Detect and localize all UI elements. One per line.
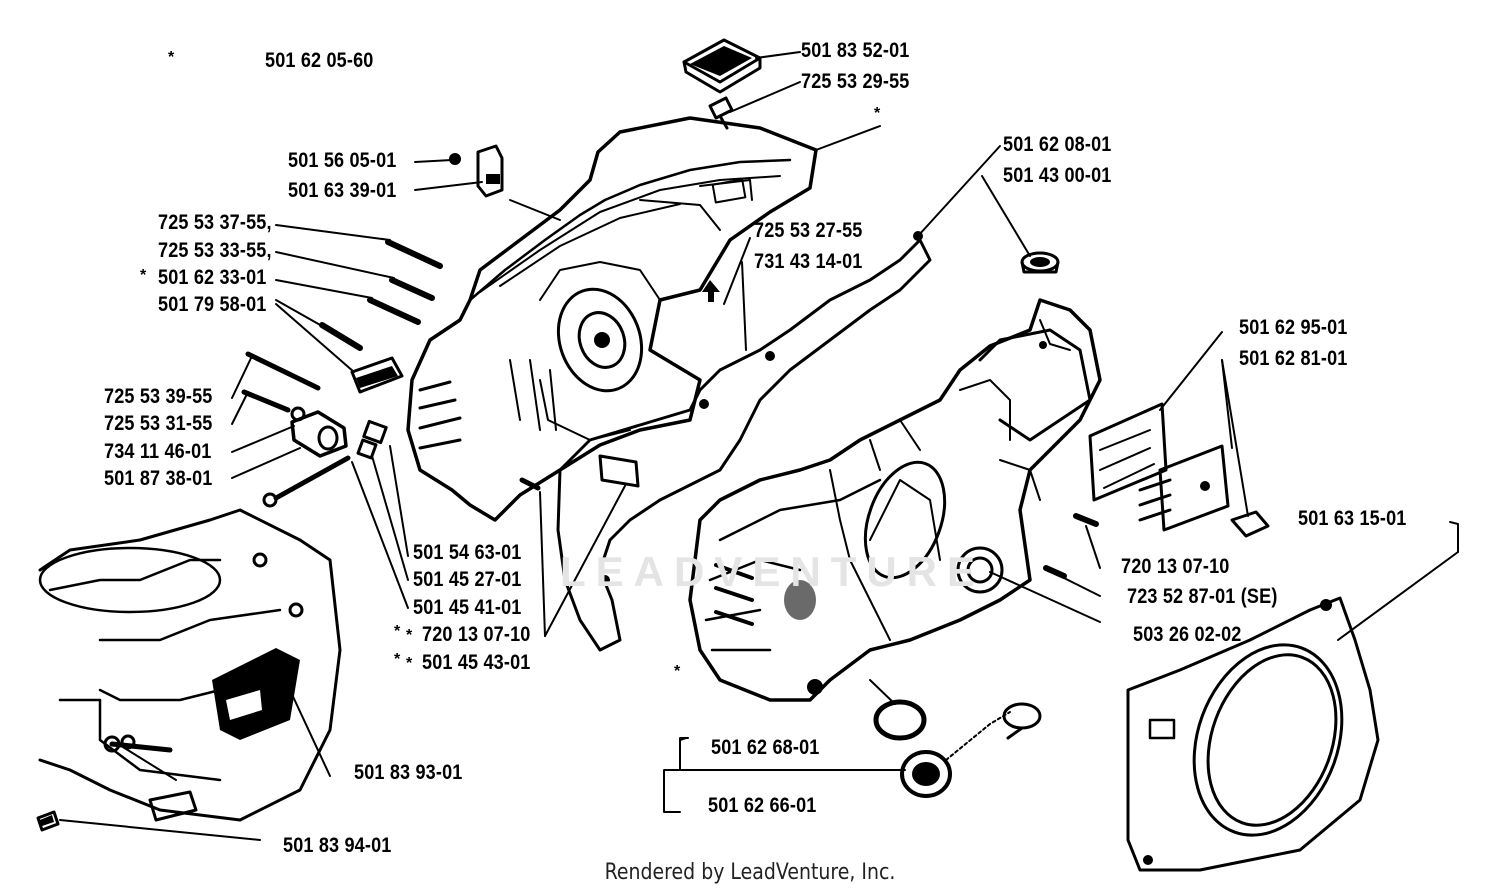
left-small-parts bbox=[241, 239, 640, 508]
part-label: 725 53 33-55, bbox=[158, 239, 272, 262]
part-label: 720 13 07-10 bbox=[422, 623, 531, 646]
part-label: 503 26 02-02 bbox=[1133, 623, 1242, 646]
part-label: 501 83 94-01 bbox=[283, 834, 392, 857]
oil-cap bbox=[873, 699, 1042, 798]
part-label: 725 53 39-55 bbox=[104, 385, 213, 408]
star-marker: * bbox=[406, 655, 413, 672]
star-marker: * bbox=[874, 105, 881, 122]
part-label: 501 45 43-01 bbox=[422, 651, 531, 674]
part-label: 725 53 37-55, bbox=[158, 211, 272, 234]
star-marker: * bbox=[674, 663, 681, 680]
spring-plate-part bbox=[1043, 402, 1270, 579]
part-label: 501 87 38-01 bbox=[104, 467, 213, 490]
part-label: 501 62 68-01 bbox=[711, 736, 820, 759]
star-marker: * bbox=[168, 49, 175, 66]
switch-part bbox=[449, 144, 504, 198]
part-label: 501 45 27-01 bbox=[413, 568, 522, 591]
star-marker: * bbox=[394, 651, 401, 668]
watermark: LEADVENTURE bbox=[560, 548, 986, 595]
star-marker: * bbox=[140, 267, 147, 284]
star-marker: * bbox=[406, 627, 413, 644]
part-label: 731 43 14-01 bbox=[754, 250, 863, 273]
part-label: 501 62 95-01 bbox=[1239, 316, 1348, 339]
part-label: 501 62 08-01 bbox=[1003, 133, 1112, 156]
part-label: 725 53 29-55 bbox=[801, 70, 910, 93]
part-label: 725 53 31-55 bbox=[104, 412, 213, 435]
crankcase-left-half bbox=[406, 116, 818, 522]
cover-clip-part bbox=[682, 38, 762, 94]
part-label: 723 52 87-01 (SE) bbox=[1127, 585, 1278, 608]
part-label: 501 63 15-01 bbox=[1298, 507, 1407, 530]
part-label: 501 63 39-01 bbox=[288, 179, 397, 202]
cap-part bbox=[1020, 251, 1060, 274]
leader-lines bbox=[59, 51, 1459, 841]
part-label: 725 53 27-55 bbox=[754, 219, 863, 242]
part-label: 501 79 58-01 bbox=[158, 293, 267, 316]
part-label: 501 62 81-01 bbox=[1239, 347, 1348, 370]
part-label: 501 54 63-01 bbox=[413, 541, 522, 564]
part-label: 501 62 66-01 bbox=[708, 794, 817, 817]
crankcase-right-half bbox=[688, 298, 1102, 702]
chain-cover bbox=[36, 508, 342, 832]
part-label: 734 11 46-01 bbox=[104, 440, 212, 463]
part-label: 501 62 33-01 bbox=[158, 266, 267, 289]
part-label: 501 56 05-01 bbox=[288, 149, 397, 172]
part-label: 720 13 07-10 bbox=[1121, 555, 1230, 578]
starter-housing bbox=[1126, 596, 1380, 872]
part-label: 501 62 05-60 bbox=[265, 49, 374, 72]
part-label: 501 45 41-01 bbox=[413, 596, 522, 619]
part-label: 501 83 93-01 bbox=[354, 761, 463, 784]
star-marker: * bbox=[394, 623, 401, 640]
part-label: 501 43 00-01 bbox=[1003, 164, 1112, 187]
footer-credit: Rendered by LeadVenture, Inc. bbox=[604, 860, 896, 885]
part-label: 501 83 52-01 bbox=[801, 39, 910, 62]
